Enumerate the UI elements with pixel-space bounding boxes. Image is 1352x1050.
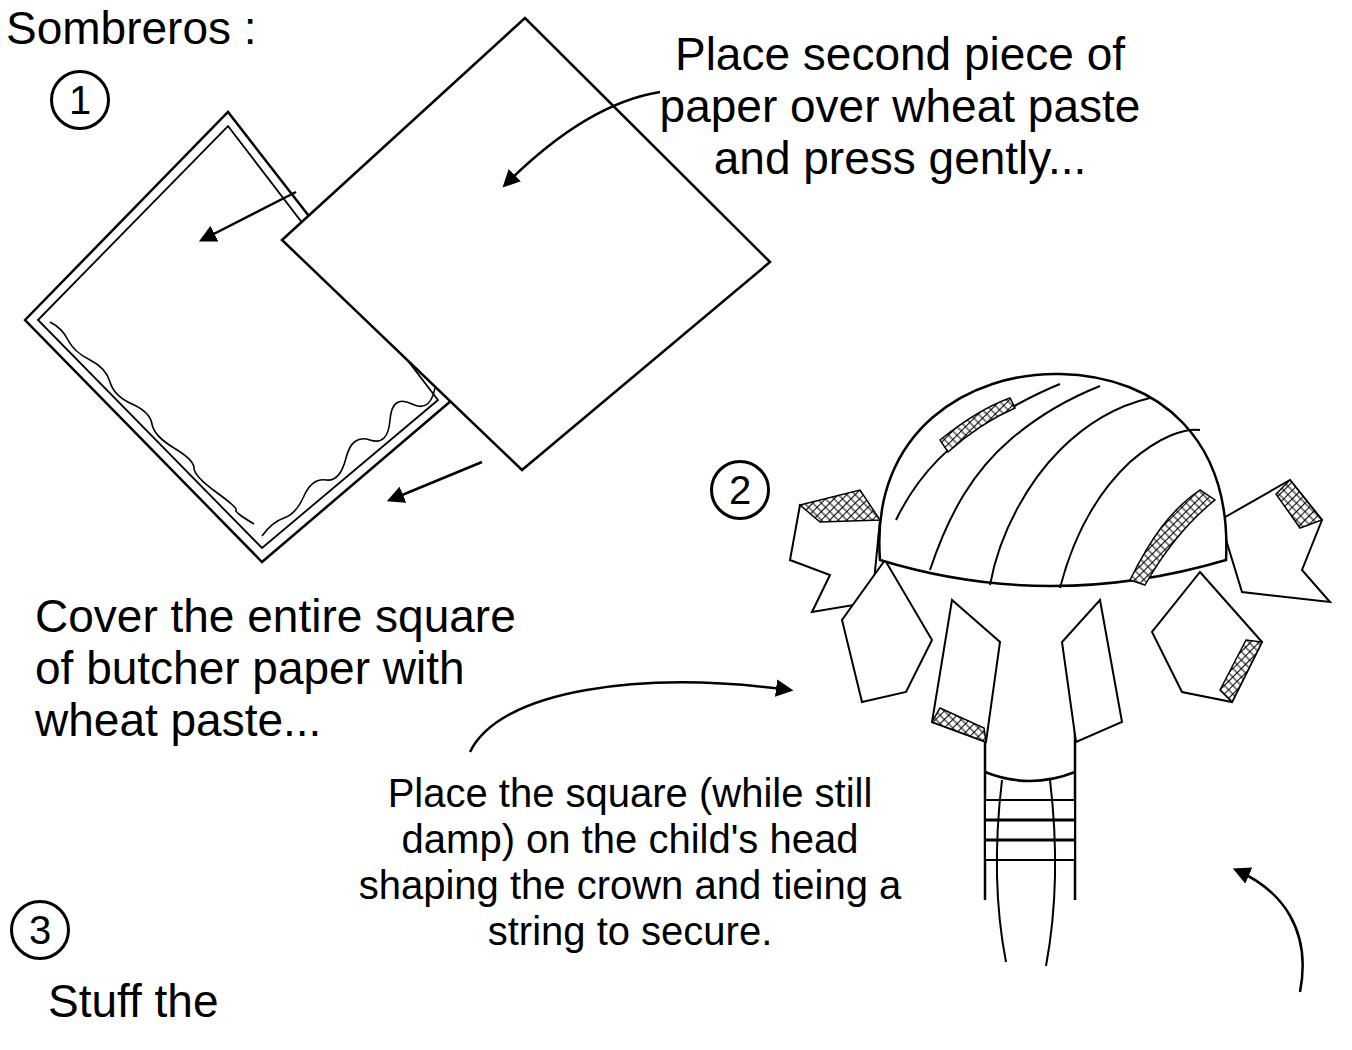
instruction-text: Cover the entire square of butcher paper… xyxy=(35,590,555,746)
collar-stripe xyxy=(985,839,1075,842)
step-number: 2 xyxy=(729,470,751,510)
brim-shading xyxy=(800,490,880,522)
arrow xyxy=(202,192,296,240)
brim-flap xyxy=(1062,600,1122,742)
string-end xyxy=(997,780,1006,962)
brim-flap xyxy=(842,560,932,702)
brim-shading xyxy=(1276,480,1322,528)
step-number-circle: 1 xyxy=(50,70,110,130)
brim-flap xyxy=(932,600,1000,742)
string-end xyxy=(1046,780,1055,966)
wheat-paste-line xyxy=(262,382,436,536)
step-number-circle: 3 xyxy=(10,900,70,960)
brim-shading xyxy=(932,708,986,742)
string xyxy=(985,772,1075,781)
hat-crown xyxy=(879,374,1226,586)
instruction-text: Place second piece of paper over wheat p… xyxy=(650,28,1150,184)
instruction-text: Stuff the xyxy=(48,975,368,1027)
step-number-circle: 2 xyxy=(710,460,770,520)
arrow xyxy=(390,462,482,500)
crown-shading xyxy=(1130,490,1215,585)
title: Sombreros : xyxy=(6,2,257,54)
wheat-paste-line xyxy=(50,322,254,524)
leader-arrow xyxy=(470,683,790,752)
brim-flap xyxy=(1152,572,1262,702)
leader-arrow xyxy=(505,92,660,185)
brim-shading xyxy=(1220,640,1262,702)
crown-shading xyxy=(940,398,1015,452)
instruction-text: Place the square (while still damp) on t… xyxy=(330,770,930,954)
leader-arrow xyxy=(1236,870,1303,992)
brim-flap xyxy=(1220,480,1330,602)
step-number: 3 xyxy=(29,910,51,950)
step-number: 1 xyxy=(69,80,91,120)
crown-pleat xyxy=(896,384,1060,520)
